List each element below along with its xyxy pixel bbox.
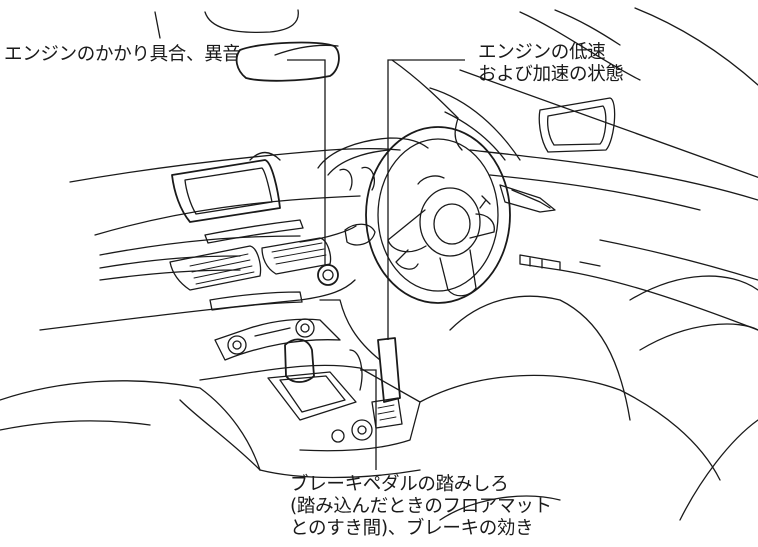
label-engine-low-speed-line1: エンジンの低速 [478,42,606,63]
console-tunnel [179,364,421,479]
brake-pedal [349,337,401,403]
rear-view-mirror [235,41,340,82]
center-console [209,291,341,361]
air-vents [169,219,332,291]
instrument-cluster [317,137,429,246]
infotainment-screen [171,151,281,223]
start-button [317,264,339,286]
label-engine-start: エンジンのかかり具合、異音 [4,44,241,66]
dashboard [39,147,401,361]
seats [0,275,758,521]
gear-shift [267,338,357,421]
leader-lines [287,59,465,470]
label-brake-pedal: ブレーキペダルの踏みしろ (踏み込んだときのフロアマット とのすき間)、ブレーキ… [290,474,552,540]
label-engine-low-speed-line2: および加速の状態 [478,64,624,85]
windshield-frame [154,7,758,178]
label-brake-pedal-line2: (踏み込んだときのフロアマット [290,496,552,517]
label-engine-start-text: エンジンのかかり具合、異音 [4,44,241,65]
door-panel [469,149,758,331]
label-brake-pedal-line3: とのすき間)、ブレーキの効き [290,518,534,539]
label-brake-pedal-line1: ブレーキペダルの踏みしろ [290,474,509,495]
label-engine-low-speed: エンジンの低速 および加速の状態 [478,42,624,86]
a-pillar [429,87,616,161]
